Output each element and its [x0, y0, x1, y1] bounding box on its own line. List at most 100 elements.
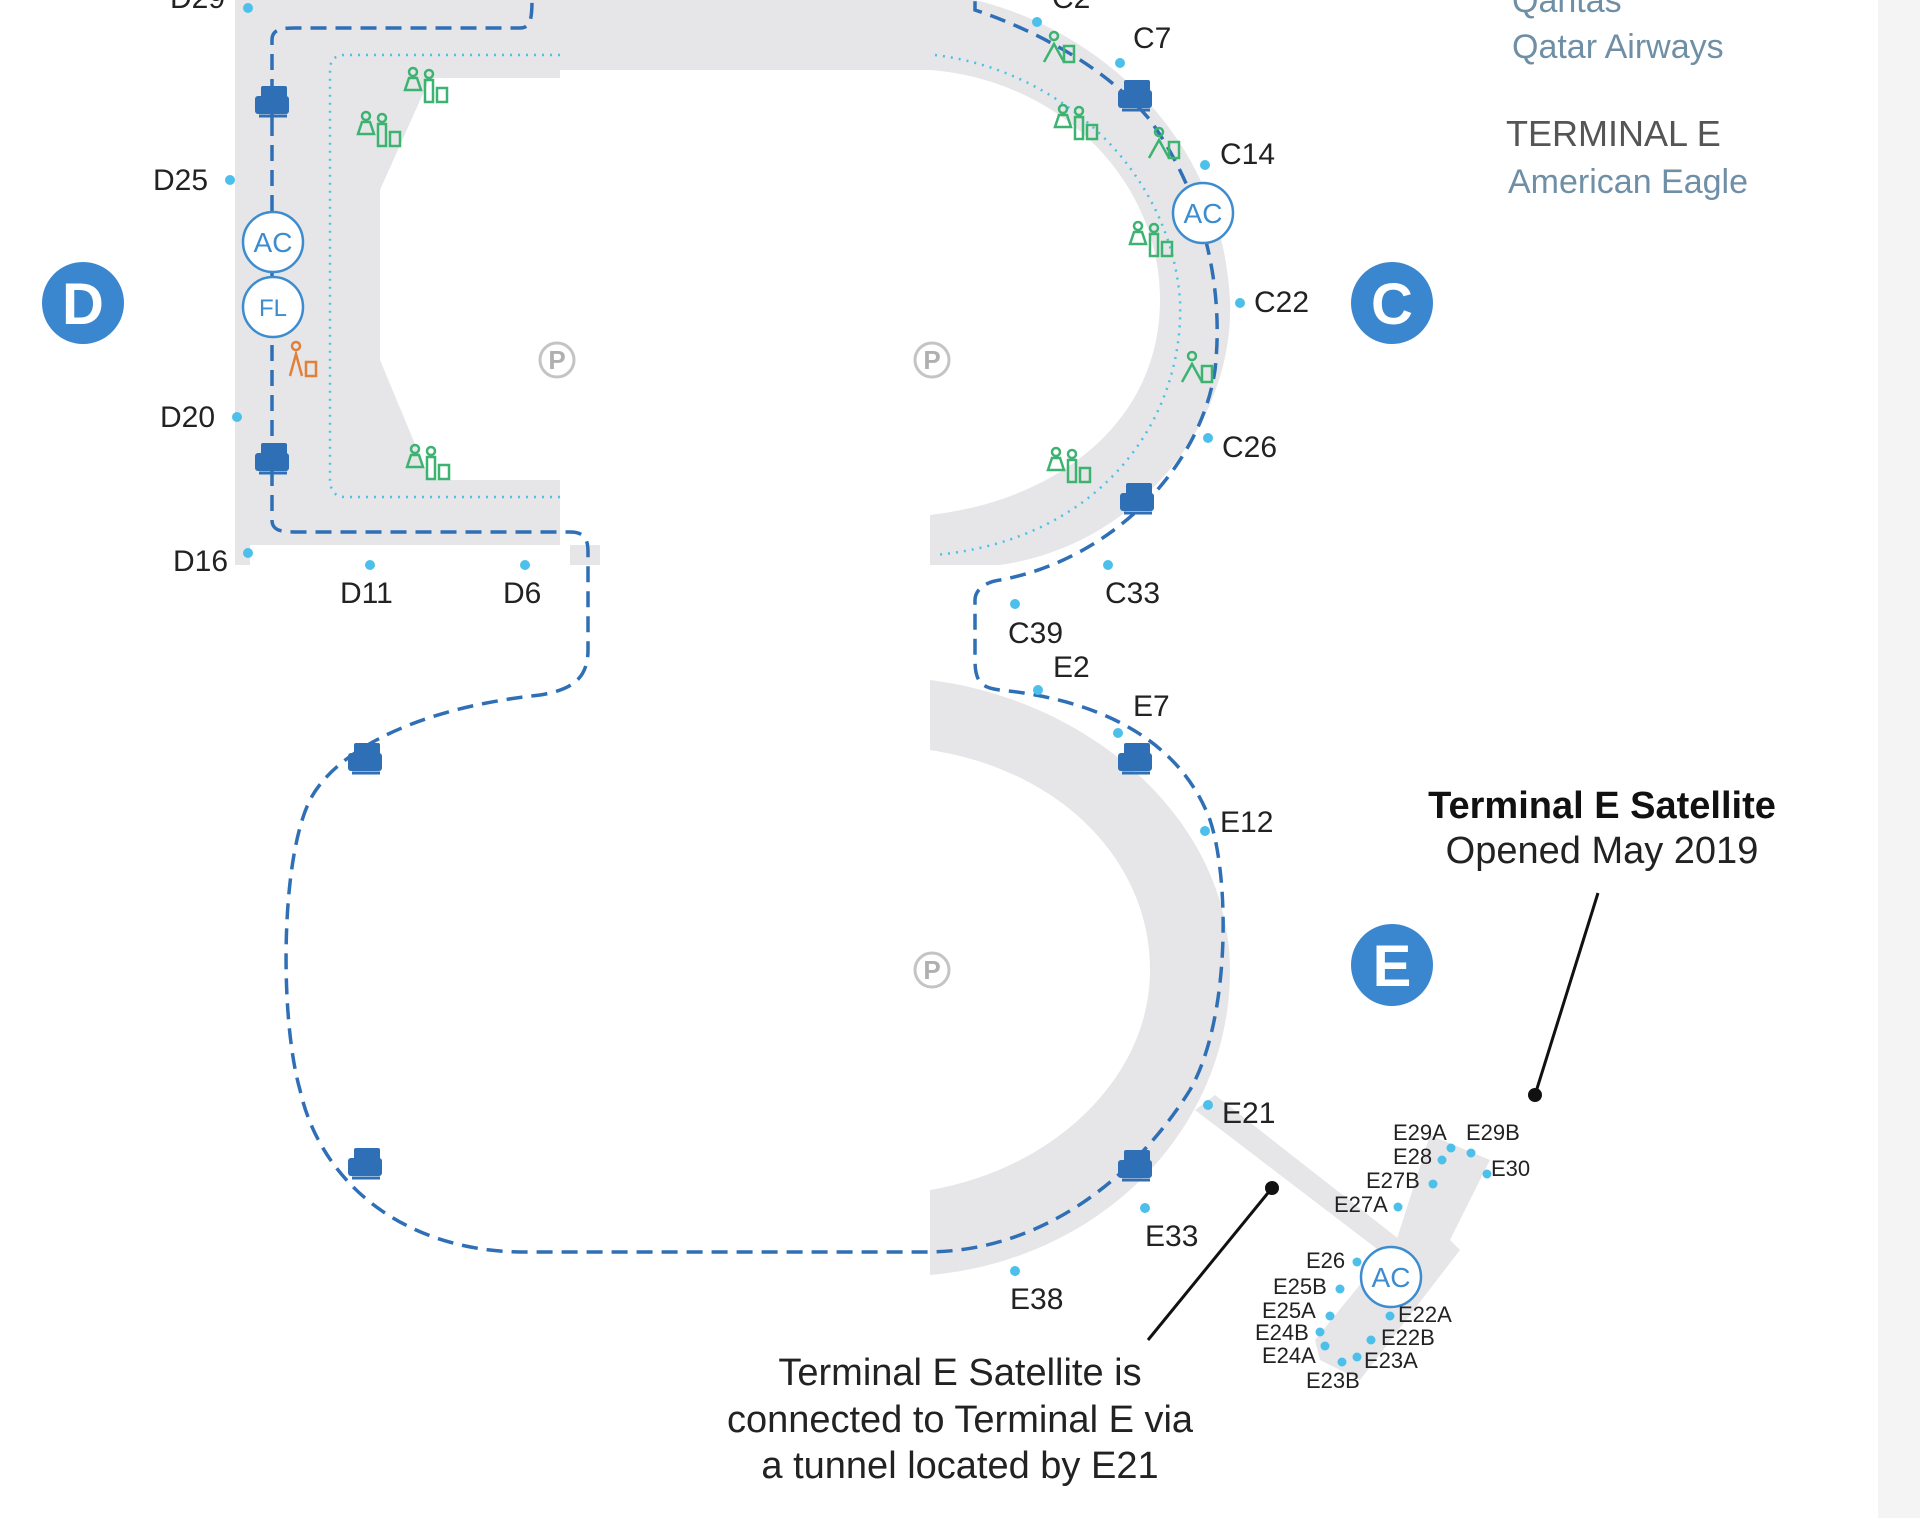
gate-e25b-label: E25B [1273, 1274, 1327, 1299]
gate-e28-label: E28 [1393, 1144, 1432, 1169]
concourse-badges: D C E [42, 262, 1433, 1006]
gate-e24b-label: E24B [1255, 1320, 1309, 1345]
gate-e22b-label: E22B [1381, 1325, 1435, 1350]
tunnel-callout: Terminal E Satellite is connected to Ter… [727, 1181, 1279, 1487]
concourse-e-badge: E [1351, 924, 1433, 1006]
concourse-d-badge: D [42, 262, 124, 344]
admirals-club-satellite: AC [1359, 1245, 1423, 1309]
concourse-e-building [930, 680, 1230, 1275]
concourse-shapes [235, 0, 1490, 1380]
gate-e27b-label: E27B [1366, 1168, 1420, 1193]
gate-e26-label: E26 [1306, 1248, 1345, 1273]
concourse-c-building [930, 0, 1231, 565]
lounges: AC FL AC AC [241, 181, 1423, 1309]
satellite-tunnel [1195, 1095, 1400, 1255]
parking-icon-1: P [538, 341, 576, 379]
gate-e29a-label: E29A [1393, 1120, 1447, 1145]
right-edge-strip [1878, 0, 1920, 1518]
admirals-club-d: AC [241, 210, 305, 274]
admirals-club-label: AC [1372, 1262, 1411, 1293]
concourse-d-building [235, 0, 600, 565]
family-restroom-icon [405, 443, 451, 481]
gate-e12-label: E12 [1220, 806, 1273, 839]
concourse-d-inner-wing [330, 70, 560, 545]
gate-e7-label: E7 [1133, 690, 1170, 723]
gate-d11-label: D11 [340, 577, 393, 610]
gate-e24a-label: E24A [1262, 1343, 1316, 1368]
gate-e25a-label: E25A [1262, 1298, 1316, 1323]
gate-labels: D29 D25 D20 D16 D11 D6 C2 C7 C14 C22 C26… [153, 0, 1309, 1316]
family-restroom-icon [1042, 30, 1076, 64]
gate-c2-label: C2 [1052, 0, 1090, 15]
gate-e30-label: E30 [1491, 1156, 1530, 1181]
train-station-icons [255, 80, 1154, 1182]
parking-label: P [548, 345, 565, 375]
gate-c7-label: C7 [1133, 22, 1171, 55]
gate-c22-label: C22 [1254, 286, 1309, 319]
service-animal-icon [288, 340, 318, 378]
train-icon [255, 443, 289, 475]
legend-airline-qantas: Qantas [1512, 0, 1622, 20]
gate-c39-label: C39 [1008, 617, 1063, 650]
gate-d25-label: D25 [153, 164, 208, 197]
admirals-club-label: AC [1184, 198, 1223, 229]
train-icon [348, 743, 382, 775]
family-restroom-icon [1180, 350, 1214, 384]
concourse-e-label: E [1373, 934, 1412, 999]
gate-c14-label: C14 [1220, 138, 1275, 171]
gate-e23b-label: E23B [1306, 1368, 1360, 1393]
satellite-callout-opened: Opened May 2019 [1446, 830, 1759, 872]
concourse-c-badge: C [1351, 262, 1433, 344]
gate-dots [225, 3, 1492, 1367]
gate-d29-label: D29 [170, 0, 225, 15]
parking-icon-2: P [913, 341, 951, 379]
gate-c33-label: C33 [1105, 577, 1160, 610]
tunnel-note-line-3: a tunnel located by E21 [761, 1445, 1158, 1487]
gate-e21-label: E21 [1222, 1097, 1275, 1130]
gate-e29b-label: E29B [1466, 1120, 1520, 1145]
skylink-route [270, 0, 1225, 1254]
train-icon [255, 86, 289, 118]
gate-d16-label: D16 [173, 545, 228, 578]
gate-e27a-label: E27A [1334, 1192, 1388, 1217]
tunnel-note-line-1: Terminal E Satellite is [778, 1352, 1141, 1394]
parking-icon-3: P [913, 951, 951, 989]
concourse-d-label: D [62, 272, 104, 337]
legend-terminal-e-heading: TERMINAL E [1506, 113, 1721, 154]
admirals-club-c: AC [1171, 181, 1235, 245]
tunnel-note-line-2: connected to Terminal E via [727, 1399, 1194, 1441]
parking-label: P [923, 345, 940, 375]
gate-e33-label: E33 [1145, 1220, 1198, 1253]
satellite-gate-labels: E29A E29B E28 E30 E27B E27A E26 E25B E25… [1255, 1120, 1530, 1393]
family-restroom-icons [356, 30, 1214, 484]
family-restroom-icon [1128, 220, 1174, 258]
satellite-callout: Terminal E Satellite Opened May 2019 [1428, 785, 1776, 1102]
train-icon [1120, 483, 1154, 515]
family-restroom-icon [1053, 103, 1099, 141]
gate-e38-label: E38 [1010, 1283, 1063, 1316]
train-icon [348, 1148, 382, 1180]
family-restroom-icon [403, 66, 449, 104]
gate-e23a-label: E23A [1364, 1348, 1418, 1373]
family-restroom-icon [1147, 126, 1181, 160]
connector-top [570, 0, 930, 70]
admirals-club-label: AC [254, 227, 293, 258]
parking-symbols: P P P [538, 341, 951, 989]
gate-e2-label: E2 [1053, 651, 1090, 684]
gate-d20-label: D20 [160, 401, 215, 434]
train-icon [1118, 743, 1152, 775]
flagship-lounge-label: FL [259, 295, 287, 322]
family-restroom-icon [1046, 446, 1092, 484]
gate-c26-label: C26 [1222, 431, 1277, 464]
concourse-c-label: C [1371, 272, 1413, 337]
legend: Qantas Qatar Airways TERMINAL E American… [1506, 0, 1748, 201]
satellite-callout-title: Terminal E Satellite [1428, 785, 1776, 827]
family-restroom-icon [356, 110, 402, 148]
train-icon [1118, 1150, 1152, 1182]
flagship-lounge-d: FL [241, 275, 305, 339]
gate-e22a-label: E22A [1398, 1302, 1452, 1327]
gate-d6-label: D6 [503, 577, 541, 610]
legend-airline-qatar: Qatar Airways [1512, 28, 1724, 66]
legend-terminal-e-airline: American Eagle [1508, 163, 1748, 201]
